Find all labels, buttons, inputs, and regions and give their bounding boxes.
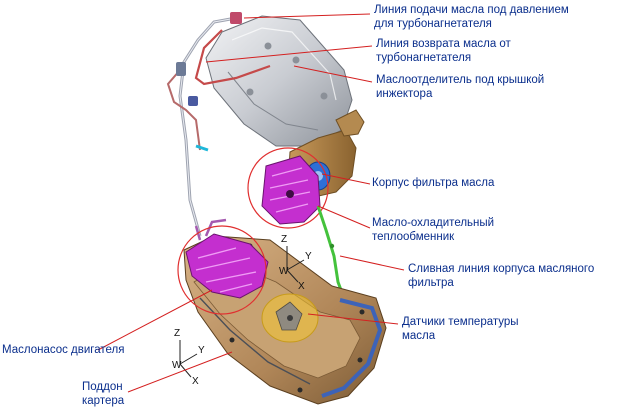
label-engine-oil-pump: Маслонасос двигателя: [2, 344, 125, 356]
label-oil-separator: Маслоотделитель под крышкой инжектора: [376, 74, 545, 100]
label-filter-drain-line: Сливная линия корпуса масляного фильтра: [408, 263, 595, 289]
label-oil-pan: Поддон картера: [82, 381, 125, 407]
leader-filter-housing: [321, 173, 371, 185]
label-oil-cooler: Масло-охладительный теплообменник: [372, 217, 495, 243]
leader-lines: [97, 13, 405, 393]
axis-bottom-y: Y: [198, 345, 205, 356]
coolant-tab: [195, 144, 209, 152]
oil-separator: [205, 15, 353, 147]
axis-bottom-w: W: [172, 360, 182, 371]
oil-cooler: [261, 155, 321, 225]
leader-turbo-supply: [243, 13, 371, 19]
label-turbo-supply-line: Линия подачи масла под давлением для тур…: [374, 4, 569, 30]
filter-drain-line: [316, 205, 346, 299]
leader-oil-pump: [97, 289, 213, 351]
leader-turbo-return: [205, 45, 373, 63]
label-turbo-return-line: Линия возврата масла от турбонагнетателя: [376, 38, 511, 64]
axis-bottom-z: Z: [174, 328, 181, 339]
leader-oil-cooler: [317, 205, 371, 229]
leader-filter-drain: [339, 255, 405, 271]
axis-triad-top: [286, 246, 305, 283]
oil-temperature-sensors: [261, 293, 319, 343]
pump-highlight-ring: [177, 225, 267, 315]
label-oil-filter-housing: Корпус фильтра масла: [372, 177, 495, 189]
leader-oil-pan: [127, 351, 233, 393]
turbo-oil-lines: [166, 12, 271, 237]
axis-top-x: X: [298, 281, 305, 292]
axis-triad-bottom: [179, 340, 198, 378]
leader-oil-separator: [293, 65, 373, 83]
filter-highlight-ring: [247, 147, 329, 229]
axis-top-z: Z: [281, 234, 288, 245]
axis-top-w: W: [279, 266, 289, 277]
leader-temp-sensors: [307, 313, 399, 325]
engine-oil-pump: [185, 218, 269, 299]
axis-top-y: Y: [305, 251, 312, 262]
axis-bottom-x: X: [192, 376, 199, 387]
label-oil-temperature-sensors: Датчики температуры масла: [402, 316, 519, 342]
